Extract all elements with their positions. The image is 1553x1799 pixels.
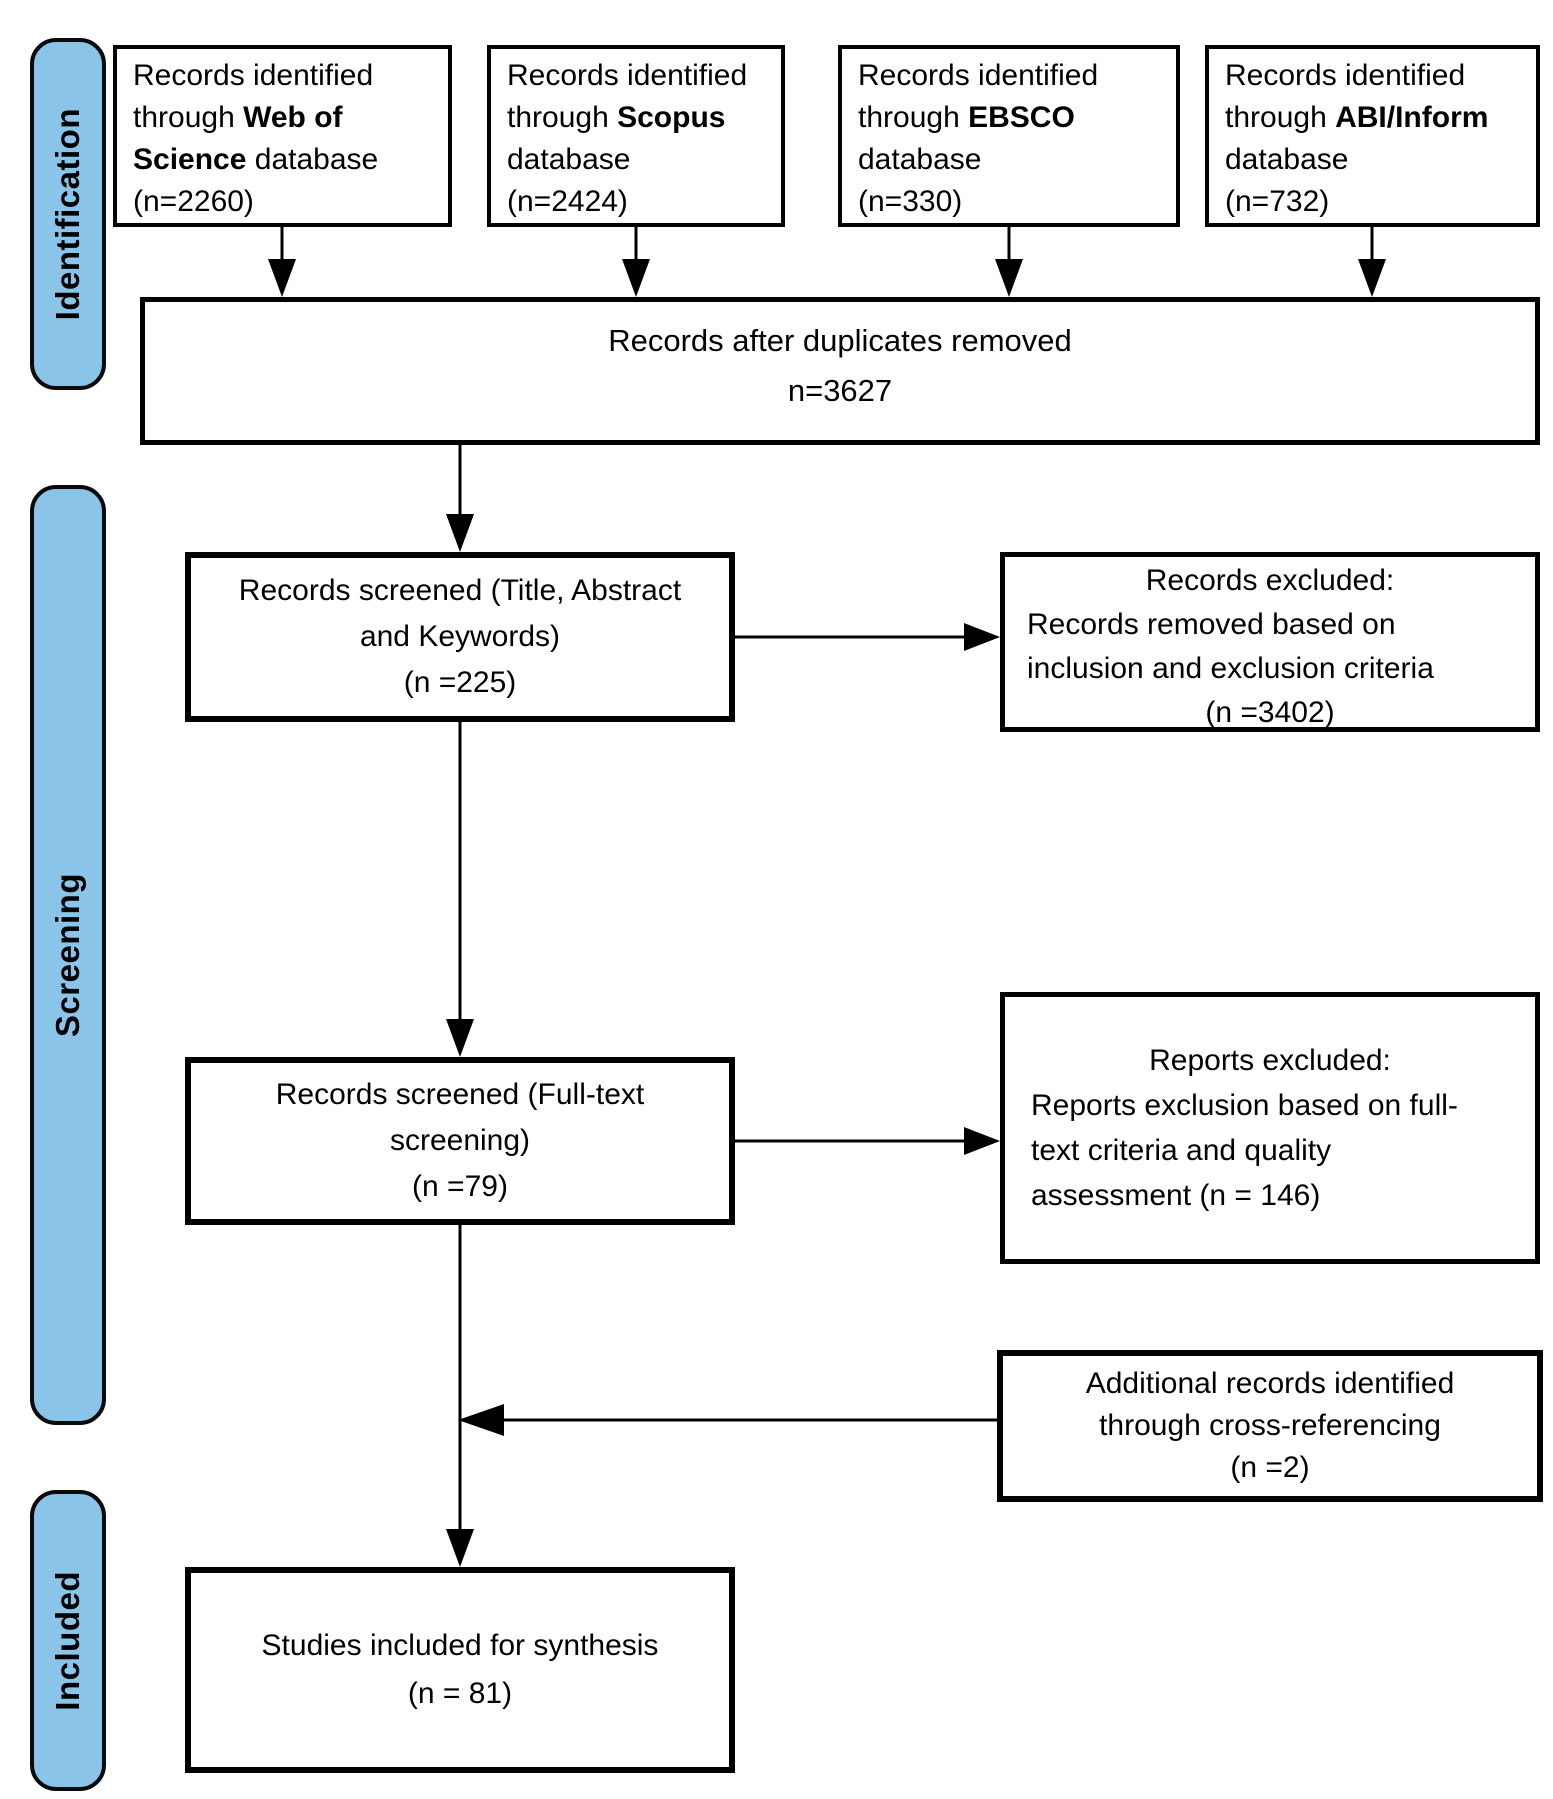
text-segment-bold: EBSCO — [968, 101, 1075, 134]
text-segment: through — [1225, 101, 1336, 134]
text-line: Records identified — [1225, 55, 1520, 97]
text-segment: through — [858, 101, 969, 134]
text-line: database — [507, 139, 765, 181]
text-segment: database — [246, 143, 379, 176]
text-line: Records screened (Full-text — [275, 1078, 645, 1111]
text-line: Additional records identified — [1085, 1367, 1455, 1400]
text-line: Records identified — [133, 55, 432, 97]
box-additional-records: Additional records identified through cr… — [997, 1350, 1543, 1502]
text-line: through ABI/Inform — [1225, 97, 1520, 139]
box-source-web-of-science: Records identified through Web of Scienc… — [113, 45, 452, 227]
box-source-ebsco: Records identified through EBSCO databas… — [838, 45, 1180, 227]
text-line: text criteria and quality — [1031, 1134, 1332, 1167]
text-segment: (n=732) — [1225, 185, 1330, 218]
text-line: Records excluded: — [1145, 564, 1395, 597]
record-count: (n=2260) — [133, 181, 432, 223]
text-line: screening) — [389, 1124, 531, 1157]
box-records-excluded: Records excluded: Records removed based … — [1000, 552, 1540, 732]
box-screened-full-text: Records screened (Full-text screening) (… — [185, 1057, 735, 1225]
box-reports-excluded: Reports excluded: Reports exclusion base… — [1000, 992, 1540, 1264]
record-count: (n =225) — [403, 666, 517, 699]
text-segment: database — [1225, 143, 1349, 176]
text-segment: (n=2424) — [507, 185, 628, 218]
text-line: Records identified — [507, 55, 765, 97]
text-line: inclusion and exclusion criteria — [1027, 652, 1434, 685]
text-segment: Records identified — [133, 59, 374, 92]
box-source-abi-inform: Records identified through ABI/Inform da… — [1205, 45, 1540, 227]
arrow-full-text-screening-to-studies-included — [446, 1225, 474, 1567]
text-segment: (n=2260) — [133, 185, 254, 218]
text-line: Records after duplicates removed — [608, 323, 1072, 358]
record-count: (n = 81) — [407, 1677, 513, 1710]
text-segment-bold: Web of — [243, 101, 343, 134]
arrow-duplicates-to-title-screening — [446, 445, 474, 552]
text-line: database — [858, 139, 1160, 181]
record-count: (n=2424) — [507, 181, 765, 223]
text-segment: through — [133, 101, 244, 134]
text-line: Records identified — [858, 55, 1160, 97]
text-line: Records screened (Title, Abstract — [238, 574, 682, 607]
record-count: (n =3402) — [1205, 696, 1335, 729]
record-count: (n=330) — [858, 181, 1160, 223]
arrow-ebsco-to-duplicates — [995, 227, 1023, 297]
text-line: Reports exclusion based on full- — [1031, 1089, 1458, 1122]
arrow-scopus-to-duplicates — [622, 227, 650, 297]
text-line: database — [1225, 139, 1520, 181]
arrow-abi-inform-to-duplicates — [1358, 227, 1386, 297]
text-segment: through — [507, 101, 618, 134]
box-studies-included: Studies included for synthesis (n = 81) — [185, 1567, 735, 1773]
stage-bar-screening: Screening — [30, 485, 106, 1425]
text-segment: database — [858, 143, 982, 176]
box-duplicates-removed: Records after duplicates removed n=3627 — [140, 297, 1540, 445]
arrow-title-screening-to-full-text-screening — [446, 722, 474, 1057]
text-line: through EBSCO — [858, 97, 1160, 139]
text-segment-bold: Science — [133, 143, 247, 176]
arrow-web-of-science-to-duplicates — [268, 227, 296, 297]
text-segment: (n=330) — [858, 185, 963, 218]
record-count: (n=732) — [1225, 181, 1520, 223]
text-line: through cross-referencing — [1099, 1409, 1441, 1442]
text-segment: Records identified — [1225, 59, 1466, 92]
text-line: Reports excluded: — [1149, 1044, 1391, 1077]
stage-bar-identification: Identification — [30, 38, 106, 390]
text-line: Records removed based on — [1027, 608, 1396, 641]
text-line: and Keywords) — [359, 620, 561, 653]
record-count: (n =79) — [412, 1170, 508, 1203]
record-count: (n =2) — [1230, 1451, 1310, 1484]
record-count: n=3627 — [787, 373, 893, 408]
text-line: Studies included for synthesis — [261, 1629, 659, 1662]
text-segment-bold: Scopus — [617, 101, 726, 134]
text-segment-bold: ABI/Inform — [1335, 101, 1489, 134]
text-line: Science database — [133, 139, 432, 181]
record-count: assessment (n = 146) — [1031, 1179, 1321, 1212]
text-segment: Records identified — [507, 59, 748, 92]
arrow-title-screening-to-records-excluded — [735, 623, 1000, 651]
box-screened-title-abstract: Records screened (Title, Abstract and Ke… — [185, 552, 735, 722]
text-line: through Web of — [133, 97, 432, 139]
text-segment: database — [507, 143, 631, 176]
text-segment: Records identified — [858, 59, 1099, 92]
text-line: through Scopus — [507, 97, 765, 139]
arrow-additional-records-to-main-flow — [458, 1404, 997, 1436]
box-source-scopus: Records identified through Scopus databa… — [487, 45, 785, 227]
arrow-full-text-screening-to-reports-excluded — [735, 1127, 1000, 1155]
stage-bar-included: Included — [30, 1490, 106, 1791]
